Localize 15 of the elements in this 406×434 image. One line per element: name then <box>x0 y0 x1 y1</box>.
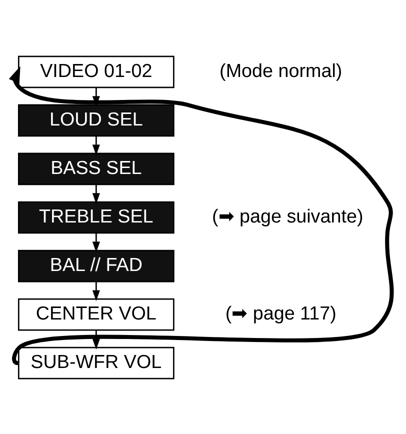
label: (➡ page 117) <box>225 302 336 324</box>
node-box: CENTER VOL <box>18 298 174 330</box>
arrow <box>92 281 100 301</box>
arrow <box>92 136 100 155</box>
node-box: BASS SEL <box>18 152 174 185</box>
arrow <box>8 66 394 364</box>
node-box: LOUD SEL <box>18 104 174 136</box>
node-box: SUB-WFR VOL <box>18 346 174 379</box>
arrow <box>92 232 100 252</box>
arrow <box>92 184 100 204</box>
label: (➡ page suivante) <box>212 204 364 226</box>
node-label: (Mode normal) <box>220 59 342 80</box>
node-box: BAL // FAD <box>18 249 174 282</box>
node-box: VIDEO 01-02 <box>18 55 174 88</box>
node-box: TREBLE SEL <box>18 200 174 234</box>
